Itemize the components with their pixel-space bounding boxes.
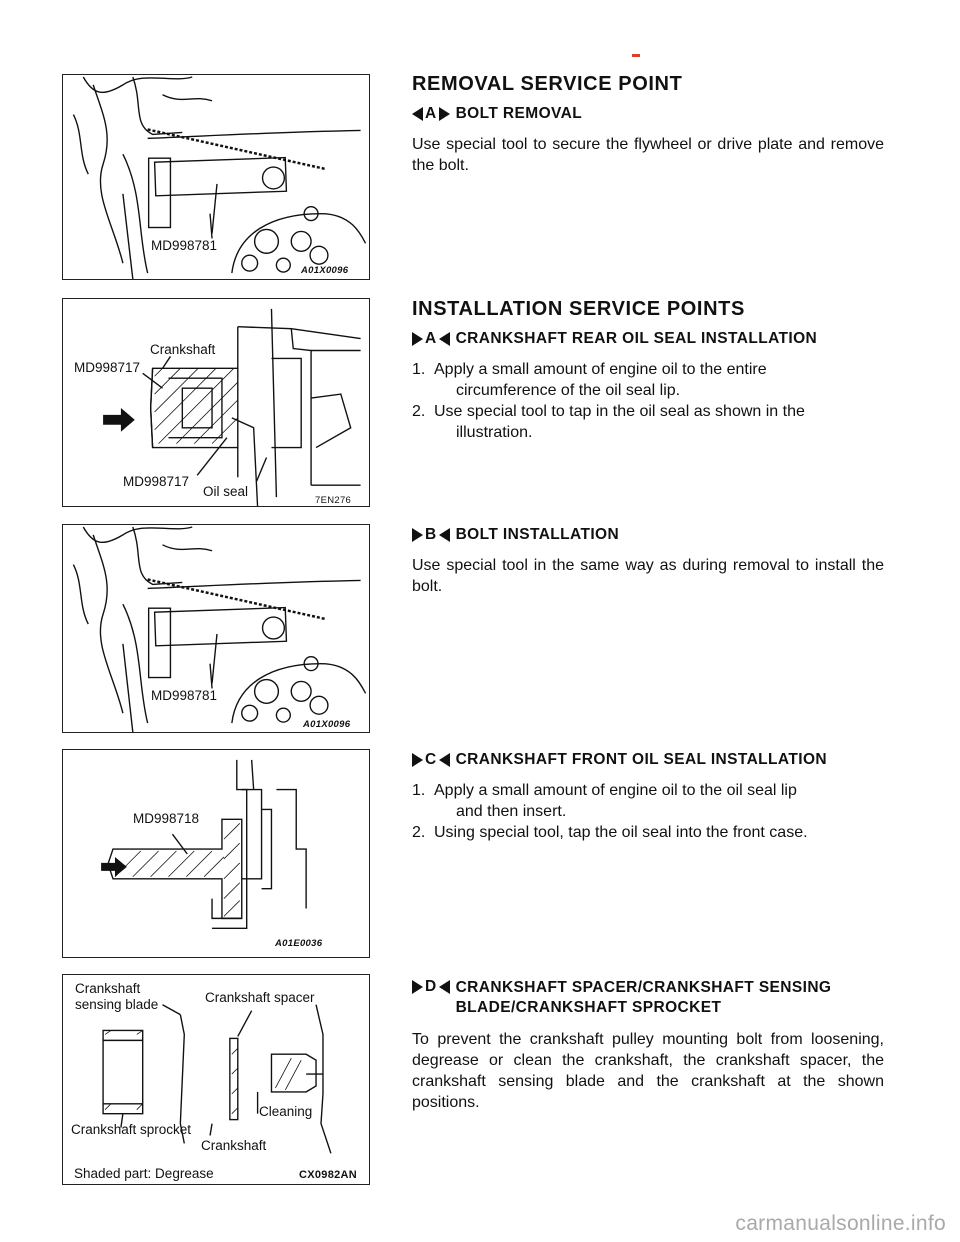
step-line-cont: circumference of the oil seal lip.	[456, 382, 681, 399]
cleaning-label: Cleaning	[259, 1104, 313, 1119]
step-line: Use special tool to tap in the oil seal …	[434, 403, 805, 420]
left-triangle-icon	[438, 753, 450, 767]
tool-label-bottom: MD998717	[123, 474, 190, 489]
left-triangle-icon	[438, 332, 450, 346]
step-number: 2.	[412, 403, 426, 420]
figure-bolt-removal: MD998781 A01X0096	[62, 74, 370, 280]
installation-heading: INSTALLATION SERVICE POINTS	[412, 298, 745, 320]
step-number: 2.	[412, 824, 426, 841]
figure-front-oil-seal: MD998718 A01E0036	[62, 749, 370, 958]
spacer-label: Crankshaft spacer	[205, 990, 315, 1005]
figure-crankshaft-spacer: Crankshaft sensing blade Crankshaft spac…	[62, 974, 370, 1185]
right-triangle-icon	[412, 753, 423, 767]
marker-c: C	[412, 751, 450, 769]
installation-d-title: CRANKSHAFT SPACER/CRANKSHAFT SENSING BLA…	[455, 979, 832, 1016]
oil-seal-label: Oil seal	[203, 484, 249, 499]
top-mark	[632, 54, 640, 57]
flywheel-illustration	[72, 76, 367, 279]
step-number: 1.	[412, 782, 426, 799]
crankshaft-spacer-illustration	[102, 1004, 332, 1154]
marker-letter: A	[425, 105, 437, 122]
installation-a-heading: A CRANKSHAFT REAR OIL SEAL INSTALLATION	[412, 330, 884, 348]
marker-a: A	[412, 105, 450, 123]
left-triangle-icon	[438, 980, 450, 994]
marker-a: A	[412, 330, 450, 348]
installation-d-text: To prevent the crankshaft pulley mountin…	[412, 1031, 884, 1111]
marker-letter: D	[425, 978, 437, 995]
figure-code: A01E0036	[275, 938, 323, 949]
removal-section: REMOVAL SERVICE POINT A BOLT REMOVAL Use…	[412, 73, 884, 176]
marker-letter: C	[425, 751, 437, 768]
left-triangle-icon	[438, 528, 450, 542]
step-line: Using special tool, tap the oil seal int…	[434, 824, 808, 841]
right-triangle-icon	[412, 528, 423, 542]
marker-letter: A	[425, 330, 437, 347]
figure-rear-oil-seal: Crankshaft MD998717 MD998717 Oil seal 7E…	[62, 298, 370, 507]
figure-code: CX0982AN	[299, 1169, 358, 1181]
tool-label: MD998781	[151, 238, 218, 253]
watermark: carmanualsonline.info	[735, 1212, 946, 1235]
step-number: 1.	[412, 361, 426, 378]
tool-label-top: MD998717	[74, 360, 141, 375]
right-triangle-icon	[412, 980, 423, 994]
installation-b-text: Use special tool in the same way as duri…	[412, 557, 884, 595]
installation-b-heading: B BOLT INSTALLATION	[412, 526, 884, 544]
flywheel-illustration-2	[72, 526, 367, 732]
degrease-note: Shaded part: Degrease	[74, 1166, 214, 1181]
installation-c-title: CRANKSHAFT FRONT OIL SEAL INSTALLATION	[455, 751, 827, 768]
installation-section: INSTALLATION SERVICE POINTS A CRANKSHAFT…	[412, 298, 884, 443]
figure-code: A01X0096	[301, 265, 349, 276]
marker-letter: B	[425, 526, 437, 543]
marker-b: B	[412, 526, 450, 544]
tool-label: MD998718	[133, 811, 200, 826]
sensing-blade-label: Crankshaft sensing blade	[75, 981, 159, 1012]
front-oil-seal-illustration	[101, 759, 307, 929]
removal-subtitle: BOLT REMOVAL	[455, 105, 583, 122]
step-line: Apply a small amount of engine oil to th…	[434, 782, 797, 799]
installation-d-section: D CRANKSHAFT SPACER/CRANKSHAFT SENSING B…	[412, 978, 884, 1113]
sprocket-label: Crankshaft sprocket	[71, 1122, 192, 1137]
installation-b-section: B BOLT INSTALLATION Use special tool in …	[412, 526, 884, 597]
installation-c-section: C CRANKSHAFT FRONT OIL SEAL INSTALLATION…	[412, 751, 884, 843]
removal-text: Use special tool to secure the flywheel …	[412, 136, 884, 174]
installation-c-heading: C CRANKSHAFT FRONT OIL SEAL INSTALLATION	[412, 751, 884, 769]
right-triangle-icon	[438, 107, 450, 121]
installation-b-title: BOLT INSTALLATION	[455, 526, 620, 543]
step-2: 2. Using special tool, tap the oil seal i…	[412, 822, 884, 843]
step-1: 1. Apply a small amount of engine oil to …	[412, 780, 884, 822]
step-1: 1. Apply a small amount of engine oil to …	[412, 359, 884, 401]
step-2: 2. Use special tool to tap in the oil sea…	[412, 401, 884, 443]
left-triangle-icon	[412, 107, 423, 121]
figure-code: 7EN276	[315, 495, 352, 506]
right-triangle-icon	[412, 332, 423, 346]
tool-label: MD998781	[151, 688, 218, 703]
crankshaft-label: Crankshaft	[201, 1138, 267, 1153]
figure-code: A01X0096	[303, 719, 351, 730]
installation-d-heading: D CRANKSHAFT SPACER/CRANKSHAFT SENSING B…	[412, 978, 884, 1018]
removal-subheading: A BOLT REMOVAL	[412, 105, 884, 123]
step-line-cont: and then insert.	[456, 803, 567, 820]
crankshaft-label: Crankshaft	[150, 342, 216, 357]
rear-oil-seal-illustration	[103, 308, 361, 506]
step-line-cont: illustration.	[456, 424, 533, 441]
step-line: Apply a small amount of engine oil to th…	[434, 361, 767, 378]
removal-heading: REMOVAL SERVICE POINT	[412, 73, 683, 95]
marker-d: D	[412, 978, 450, 996]
figure-bolt-installation: MD998781 A01X0096	[62, 524, 370, 733]
installation-a-title: CRANKSHAFT REAR OIL SEAL INSTALLATION	[455, 330, 818, 347]
